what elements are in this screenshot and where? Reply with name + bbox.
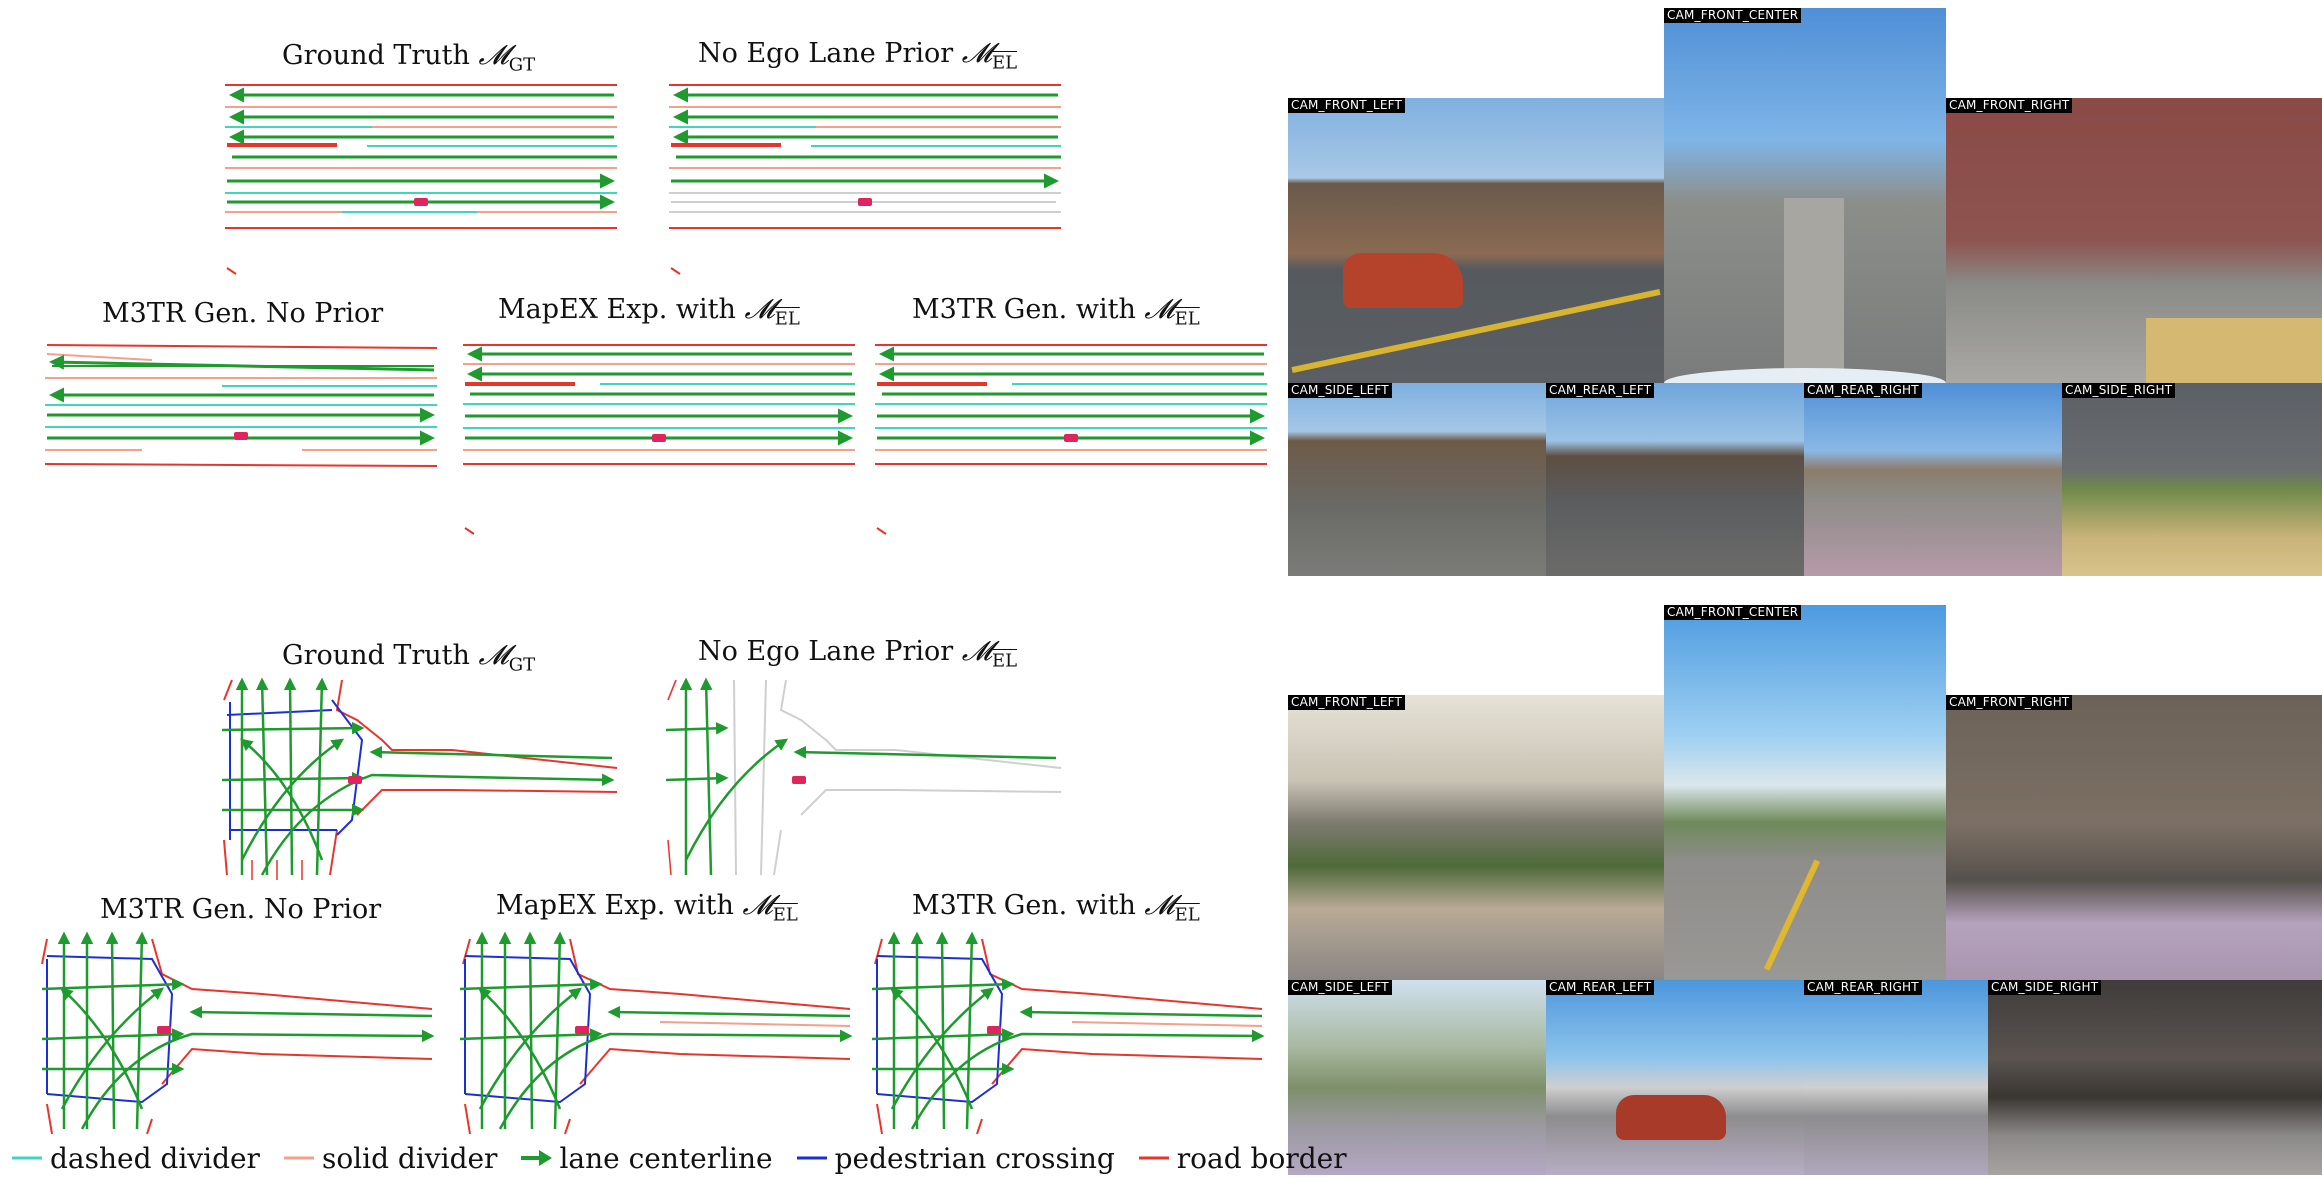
map-top-m3tr-noprior bbox=[44, 344, 438, 467]
map-top-m3tr-prior bbox=[875, 344, 1267, 535]
camera-label-front-center: CAM_FRONT_CENTER bbox=[1664, 8, 1802, 23]
title-bottom-no-ego: No Ego Lane Prior 𝓜EL bbox=[698, 636, 1018, 672]
title-bottom-m3tr-noprior: M3TR Gen. No Prior bbox=[100, 894, 382, 925]
solid-divider-swatch-icon bbox=[283, 1156, 314, 1160]
legend-item-solid-divider: solid divider bbox=[282, 1141, 498, 1175]
camera-label-front-center-2: CAM_FRONT_CENTER bbox=[1664, 605, 1802, 620]
title-top-m3tr-prior: M3TR Gen. with 𝓜EL bbox=[912, 294, 1200, 330]
map-bottom-m3tr-noprior bbox=[41, 931, 435, 1135]
camera-top-side-left: CAM_SIDE_LEFT bbox=[1288, 383, 1546, 576]
map-bottom-gt bbox=[221, 677, 618, 880]
title-top-mapex: MapEX Exp. with 𝓜EL bbox=[498, 294, 800, 330]
legend-item-dashed-divider: dashed divider bbox=[10, 1142, 260, 1175]
camera-bottom-side-left: CAM_SIDE_LEFT bbox=[1288, 980, 1546, 1175]
map-top-gt bbox=[225, 84, 617, 275]
pedestrian-crossing-swatch-icon bbox=[796, 1156, 827, 1160]
camera-top-side-right: CAM_SIDE_RIGHT bbox=[2062, 383, 2322, 576]
camera-label-side-left: CAM_SIDE_LEFT bbox=[1288, 383, 1392, 398]
legend-item-road-border: road border bbox=[1137, 1142, 1347, 1175]
camera-top-rear-right: CAM_REAR_RIGHT bbox=[1804, 383, 2062, 576]
legend-label: dashed divider bbox=[50, 1141, 260, 1175]
legend: dashed divider solid divider lane center… bbox=[10, 1140, 1369, 1176]
map-top-no-ego bbox=[669, 84, 1061, 275]
camera-bottom-side-right: CAM_SIDE_RIGHT bbox=[1988, 980, 2322, 1175]
map-bottom-m3tr-prior bbox=[871, 931, 1265, 1135]
map-top-mapex bbox=[463, 344, 855, 535]
camera-top-front-left: CAM_FRONT_LEFT bbox=[1288, 98, 1664, 383]
dashed-divider-swatch-icon bbox=[12, 1156, 42, 1160]
camera-bottom-front-left: CAM_FRONT_LEFT bbox=[1288, 695, 1664, 980]
camera-label-front-left: CAM_FRONT_LEFT bbox=[1288, 98, 1406, 113]
camera-label-front-right: CAM_FRONT_RIGHT bbox=[1946, 98, 2073, 113]
camera-top-rear-left: CAM_REAR_LEFT bbox=[1546, 383, 1804, 576]
title-bottom-gt: Ground Truth 𝓜GT bbox=[282, 640, 536, 676]
camera-label-rear-right-2: CAM_REAR_RIGHT bbox=[1804, 980, 1922, 995]
title-top-no-ego: No Ego Lane Prior 𝓜EL bbox=[698, 38, 1018, 74]
camera-label-side-right: CAM_SIDE_RIGHT bbox=[2062, 383, 2176, 398]
camera-label-rear-left: CAM_REAR_LEFT bbox=[1546, 383, 1655, 398]
legend-label: pedestrian crossing bbox=[834, 1141, 1115, 1175]
camera-top-front-center: CAM_FRONT_CENTER bbox=[1664, 8, 1946, 383]
map-bottom-mapex bbox=[459, 931, 853, 1135]
title-top-gt: Ground Truth 𝓜GT bbox=[282, 40, 536, 76]
title-bottom-mapex: MapEX Exp. with 𝓜EL bbox=[496, 890, 798, 926]
road-border-swatch-icon bbox=[1138, 1156, 1169, 1160]
camera-label-rear-left-2: CAM_REAR_LEFT bbox=[1546, 980, 1655, 995]
camera-bottom-front-right: CAM_FRONT_RIGHT bbox=[1946, 695, 2322, 980]
camera-bottom-rear-right: CAM_REAR_RIGHT bbox=[1804, 980, 1988, 1175]
map-bottom-no-ego bbox=[665, 677, 1062, 876]
lane-centerline-arrow-icon bbox=[521, 1150, 553, 1166]
camera-top-front-right: CAM_FRONT_RIGHT bbox=[1946, 98, 2322, 383]
camera-label-rear-right: CAM_REAR_RIGHT bbox=[1804, 383, 1922, 398]
camera-label-front-left-2: CAM_FRONT_LEFT bbox=[1288, 695, 1406, 710]
camera-label-side-left-2: CAM_SIDE_LEFT bbox=[1288, 980, 1392, 995]
legend-label: lane centerline bbox=[559, 1141, 773, 1175]
legend-item-pedestrian-crossing: pedestrian crossing bbox=[795, 1142, 1115, 1175]
legend-label: solid divider bbox=[321, 1141, 498, 1175]
camera-bottom-front-center: CAM_FRONT_CENTER bbox=[1664, 605, 1946, 980]
camera-label-front-right-2: CAM_FRONT_RIGHT bbox=[1946, 695, 2073, 710]
legend-item-lane-centerline: lane centerline bbox=[519, 1141, 773, 1175]
legend-label: road border bbox=[1176, 1141, 1347, 1175]
title-top-m3tr-noprior: M3TR Gen. No Prior bbox=[102, 298, 384, 329]
camera-bottom-rear-left: CAM_REAR_LEFT bbox=[1546, 980, 1804, 1175]
camera-label-side-right-2: CAM_SIDE_RIGHT bbox=[1988, 980, 2102, 995]
title-bottom-m3tr-prior: M3TR Gen. with 𝓜EL bbox=[912, 890, 1200, 926]
